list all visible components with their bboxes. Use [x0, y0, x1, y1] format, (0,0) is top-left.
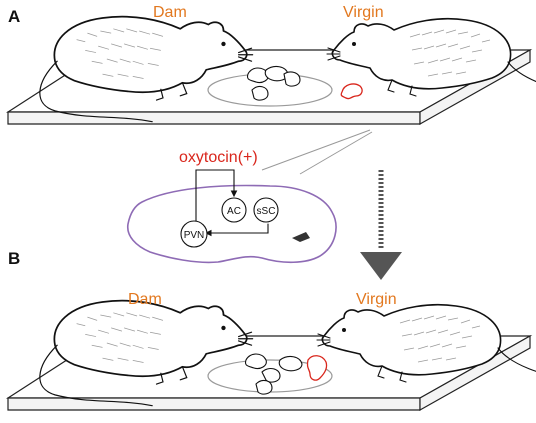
oxytocin-label: oxytocin(+): [179, 149, 258, 166]
brain-diagram: oxytocin(+) AC sSC PVN: [126, 149, 337, 264]
node-pvn: PVN: [180, 220, 208, 248]
brain-outline: [126, 184, 337, 264]
virgin-mouse-a: [327, 19, 536, 98]
dam-mouse-a: [39, 15, 254, 123]
virgin-mouse-b: [317, 305, 536, 384]
panel-a-label: A: [8, 7, 20, 26]
pups-a: [246, 65, 301, 101]
ssc-to-pvn-connector: [204, 223, 269, 237]
node-ssc: sSC: [253, 197, 279, 223]
brainstem-mark: [292, 232, 310, 242]
down-arrow-icon: [360, 170, 402, 280]
dam-label-b: Dam: [128, 291, 162, 308]
pvn-to-ac-connector: [195, 169, 238, 223]
virgin-label-b: Virgin: [356, 291, 397, 308]
node-ac-label: AC: [227, 206, 241, 217]
node-pvn-label: PVN: [184, 230, 205, 241]
dam-label-a: Dam: [153, 4, 187, 21]
dam-mouse-b: [39, 299, 254, 407]
panel-b-label: B: [8, 249, 20, 268]
isolated-pup-a: [340, 83, 363, 100]
retrieved-pup-b: [306, 355, 328, 381]
node-ssc-label: sSC: [257, 206, 276, 217]
zoom-lines: [261, 129, 373, 175]
node-ac: AC: [221, 197, 247, 223]
virgin-label-a: Virgin: [343, 4, 384, 21]
pups-b: [244, 353, 303, 395]
